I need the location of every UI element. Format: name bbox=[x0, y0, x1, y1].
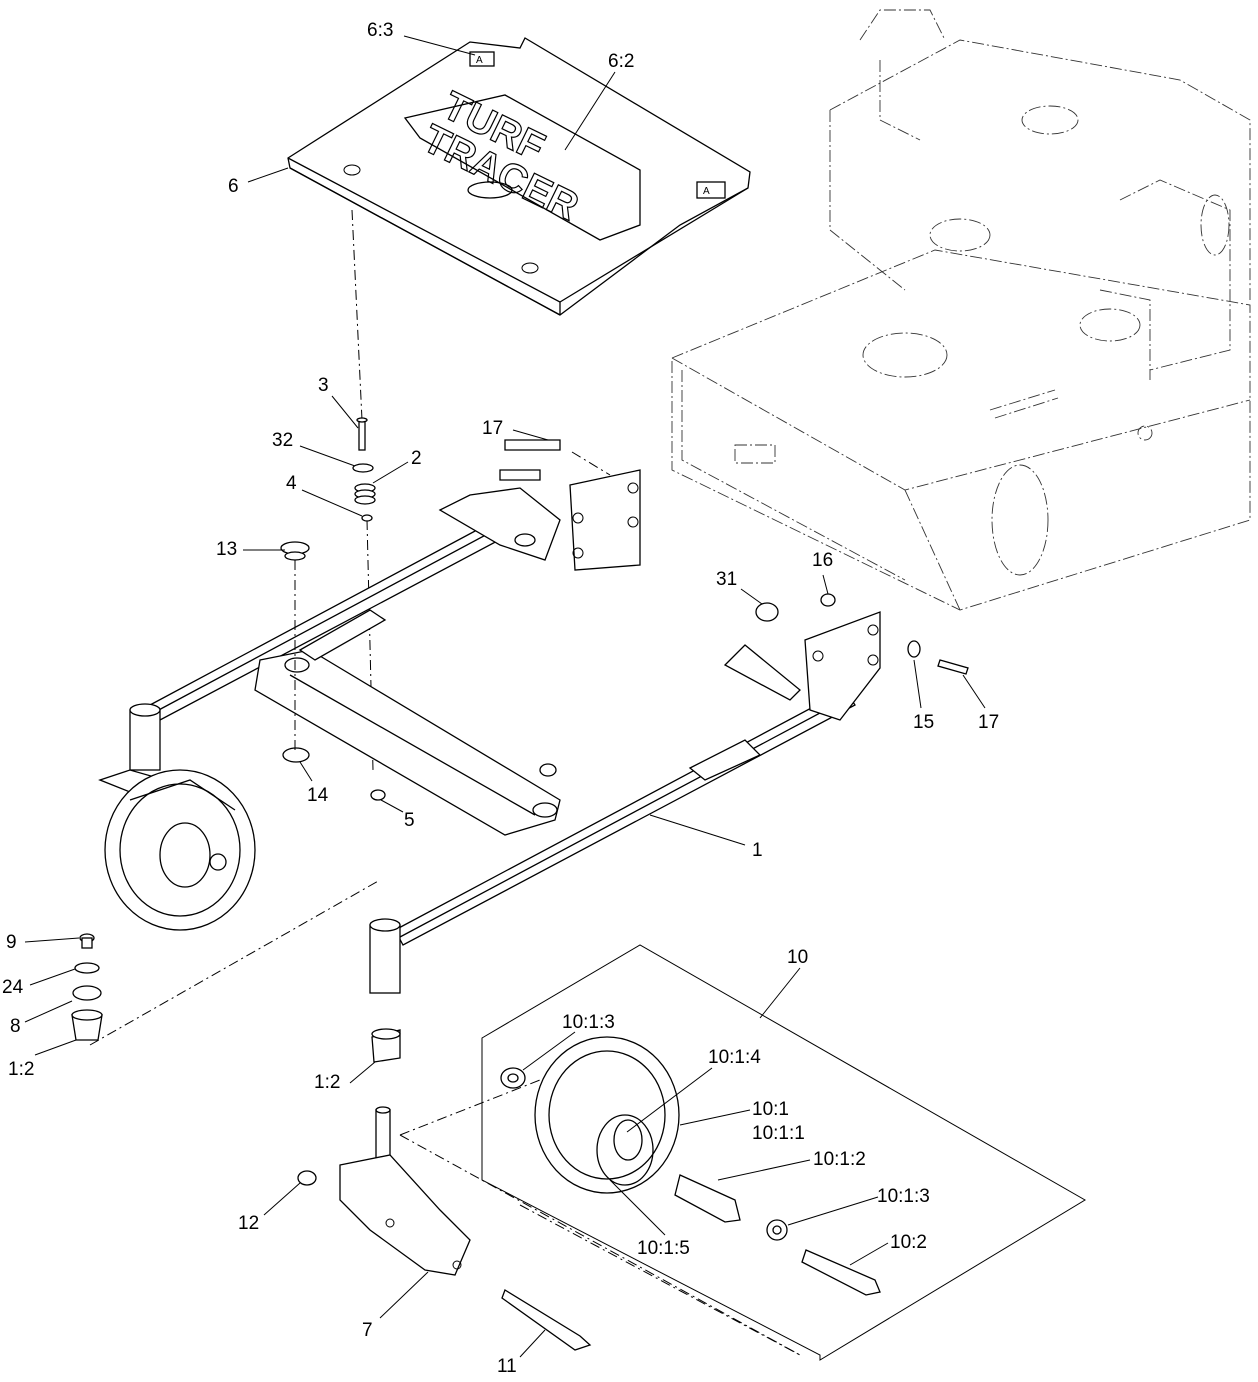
nut-12 bbox=[297, 1170, 317, 1186]
callout-5: 5 bbox=[404, 810, 415, 831]
callout-10-1: 10:1 bbox=[752, 1099, 789, 1120]
callout-14: 14 bbox=[307, 785, 329, 806]
left-caster-wheel[interactable] bbox=[98, 769, 256, 931]
callout-6-3: 6:3 bbox=[367, 20, 393, 41]
callout-8: 8 bbox=[10, 1016, 21, 1037]
mower-frame-phantom bbox=[671, 9, 1251, 611]
callout-12: 12 bbox=[238, 1213, 259, 1234]
caster-frame[interactable] bbox=[129, 469, 881, 994]
callout-10-2: 10:2 bbox=[890, 1232, 927, 1253]
bolt-11 bbox=[501, 1289, 592, 1351]
callout-7: 7 bbox=[362, 1320, 373, 1341]
callout-9: 9 bbox=[6, 932, 17, 953]
right-caster-parts[interactable] bbox=[297, 1028, 592, 1351]
cover-plate[interactable]: TURF TRACER A A bbox=[287, 37, 751, 316]
warning-decal-left: A bbox=[469, 51, 495, 67]
callout-3: 3 bbox=[318, 375, 329, 396]
hardware-stack[interactable] bbox=[352, 417, 376, 522]
callout-10-1-4: 10:1:4 bbox=[708, 1047, 761, 1068]
decal-label-left: A bbox=[476, 55, 483, 66]
callout-10: 10 bbox=[787, 947, 808, 968]
callout-6: 6 bbox=[228, 176, 239, 197]
callout-16: 16 bbox=[812, 550, 833, 571]
callout-17-right: 17 bbox=[978, 712, 999, 733]
washer-32 bbox=[352, 463, 374, 473]
callout-6-2: 6:2 bbox=[608, 51, 634, 72]
callout-1-2-right: 1:2 bbox=[314, 1072, 340, 1093]
nut-4 bbox=[361, 514, 373, 522]
callout-10-1-2: 10:1:2 bbox=[813, 1149, 866, 1170]
decal-label-right: A bbox=[703, 186, 710, 197]
callout-17-top: 17 bbox=[482, 418, 503, 439]
callout-31: 31 bbox=[716, 569, 737, 590]
warning-decal-right: A bbox=[696, 181, 726, 199]
misc-hardware[interactable] bbox=[280, 439, 969, 801]
spacer-10-1-3-left bbox=[500, 1067, 526, 1089]
caster-fork-7 bbox=[339, 1154, 471, 1276]
callout-labels: 6:3 6:2 6 3 32 2 4 17 13 31 16 15 17 14 … bbox=[2, 20, 999, 1377]
spacer-10-1-3-right bbox=[766, 1219, 788, 1241]
callout-10-1-1: 10:1:1 bbox=[752, 1123, 805, 1144]
spacer-tube-10-1-2 bbox=[674, 1174, 741, 1223]
axle-10-2 bbox=[801, 1249, 881, 1296]
mount-plate-rear bbox=[569, 469, 641, 571]
wheel-10-1 bbox=[534, 1036, 680, 1194]
spindle-tube-right bbox=[369, 924, 401, 994]
callout-1-2-left: 1:2 bbox=[8, 1059, 34, 1080]
pin-3 bbox=[358, 419, 366, 451]
callout-1: 1 bbox=[752, 840, 763, 861]
callout-10-1-3-bottom: 10:1:3 bbox=[877, 1186, 930, 1207]
callout-15: 15 bbox=[913, 712, 934, 733]
callout-11: 11 bbox=[497, 1356, 517, 1377]
spindle-left bbox=[129, 709, 161, 771]
leader-lines bbox=[24, 35, 986, 1358]
callout-2: 2 bbox=[411, 448, 422, 469]
callout-10-1-3-top: 10:1:3 bbox=[562, 1012, 615, 1033]
callout-24: 24 bbox=[2, 977, 24, 998]
left-side-hardware[interactable] bbox=[71, 879, 381, 1046]
callout-13: 13 bbox=[216, 539, 237, 560]
callout-10-1-5: 10:1:5 bbox=[637, 1238, 690, 1259]
callout-32: 32 bbox=[272, 430, 293, 451]
callout-4: 4 bbox=[286, 473, 297, 494]
wheel-subassembly[interactable] bbox=[399, 944, 1086, 1361]
mount-plate-right bbox=[804, 611, 881, 721]
